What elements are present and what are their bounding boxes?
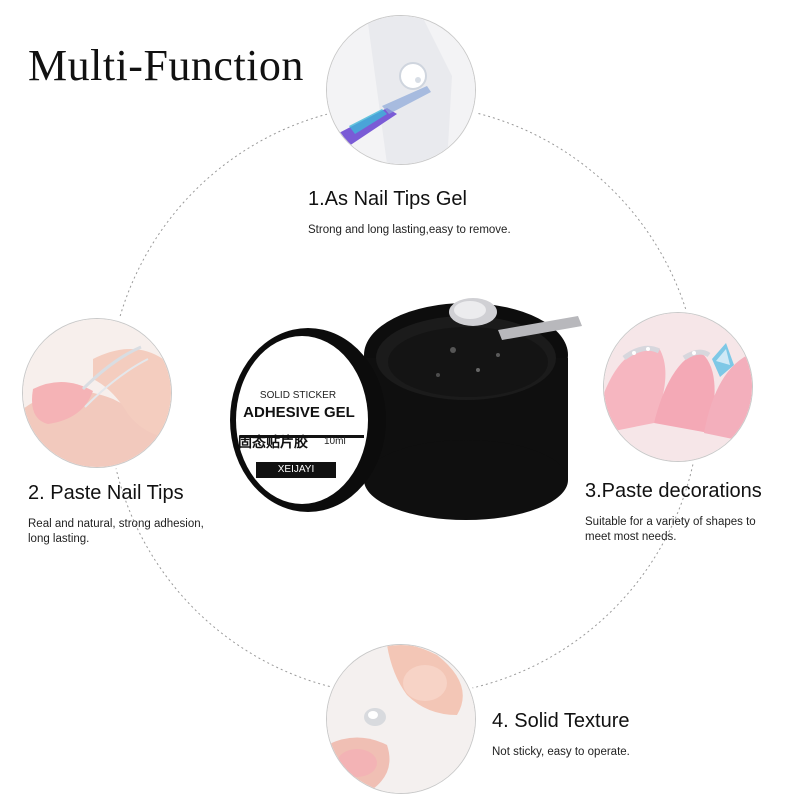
feature-3-desc: Suitable for a variety of shapes to meet… xyxy=(585,515,756,545)
feature-1-title: 1.As Nail Tips Gel xyxy=(308,188,467,210)
paste-decorations-image xyxy=(603,312,753,462)
feature-2-desc-line: Real and natural, strong adhesion, xyxy=(28,518,204,530)
feature-4-desc-line: Not sticky, easy to operate. xyxy=(492,746,630,758)
nail-tip-gel-image xyxy=(326,15,476,165)
product-jar-image: SOLID STICKER ADHESIVE GEL 固态贴片胶 10ml XE… xyxy=(228,280,588,540)
product-label-line3: 固态贴片胶 xyxy=(238,434,308,450)
feature-4-desc: Not sticky, easy to operate. xyxy=(492,745,630,760)
feature-3-desc-line: Suitable for a variety of shapes to xyxy=(585,516,756,528)
product-brand: XEIJAYI xyxy=(256,462,336,478)
feature-1-desc-line: Strong and long lasting,easy to remove. xyxy=(308,224,511,236)
product-label-line1: SOLID STICKER xyxy=(259,390,337,401)
feature-4-title: 4. Solid Texture xyxy=(492,710,630,732)
feature-3-desc-line: meet most needs. xyxy=(585,531,677,543)
page-title: Multi-Function xyxy=(28,41,304,90)
feature-2-desc-line: long lasting. xyxy=(28,533,90,545)
feature-2-title: 2. Paste Nail Tips xyxy=(28,482,184,504)
product-label-line2: ADHESIVE GEL xyxy=(243,404,355,421)
feature-1-desc: Strong and long lasting,easy to remove. xyxy=(308,223,511,238)
product-volume: 10ml xyxy=(324,436,346,447)
paste-nail-tips-image xyxy=(22,318,172,468)
feature-3-title: 3.Paste decorations xyxy=(585,480,762,502)
solid-texture-image xyxy=(326,644,476,794)
feature-2-desc: Real and natural, strong adhesion, long … xyxy=(28,517,204,547)
